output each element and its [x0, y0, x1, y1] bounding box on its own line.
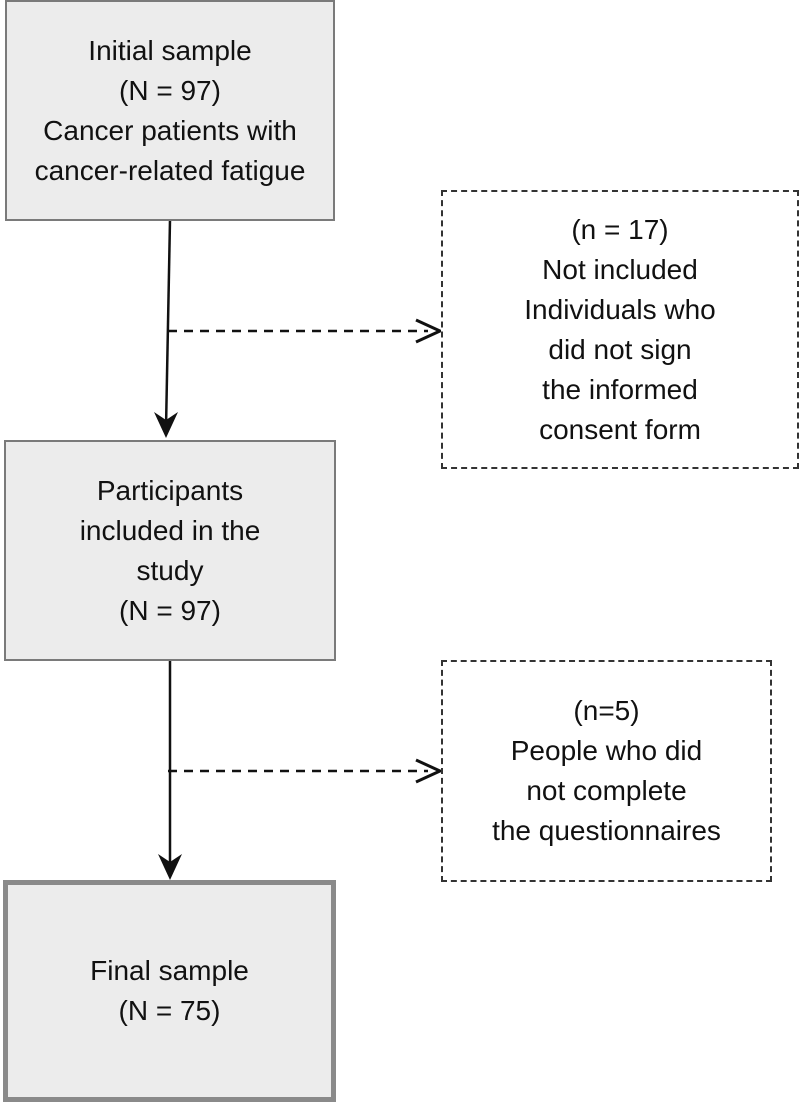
incomplete-questionnaire-line: People who did: [510, 735, 703, 766]
not-included-line: (n = 17): [571, 213, 669, 245]
arrow-initial-to-included: [164, 219, 172, 429]
final-sample-line: (N = 75): [118, 995, 221, 1026]
initial-sample-line: Initial sample: [88, 34, 252, 66]
dashed-arrowhead-1: [415, 318, 444, 344]
initial-sample-box: Initial sample (N = 97) Cancer patients …: [5, 0, 335, 221]
initial-sample-line: cancer-related fatigue: [34, 154, 306, 186]
initial-sample-line: Cancer patients with: [43, 114, 297, 146]
not-included-line: did not sign: [548, 333, 692, 365]
participants-included-line: study: [136, 554, 204, 586]
not-included-line: the informed: [542, 373, 698, 405]
not-included-line: Individuals who: [524, 293, 716, 325]
final-sample-line: Final sample: [90, 955, 249, 986]
incomplete-questionnaire-line: the questionnaires: [492, 815, 721, 846]
incomplete-questionnaire-box: (n=5) People who did not complete the qu…: [441, 660, 772, 882]
incomplete-questionnaire-line: not complete: [526, 775, 687, 806]
arrowhead-1: [154, 412, 178, 438]
arrowhead-2: [158, 854, 182, 880]
participants-included-line: included in the: [79, 514, 261, 546]
not-included-box: (n = 17) Not included Individuals who di…: [441, 190, 799, 469]
participants-included-line: (N = 97): [119, 594, 221, 626]
final-sample-box: Final sample (N = 75): [3, 880, 336, 1102]
incomplete-questionnaire-line: (n=5): [573, 695, 640, 726]
participants-included-line: Participants: [96, 474, 244, 506]
initial-sample-line: (N = 97): [119, 74, 221, 106]
participants-included-box: Participants included in the study (N = …: [4, 440, 336, 661]
dashed-arrowhead-2: [415, 758, 444, 784]
not-included-line: Not included: [542, 253, 698, 285]
not-included-line: consent form: [539, 413, 701, 445]
